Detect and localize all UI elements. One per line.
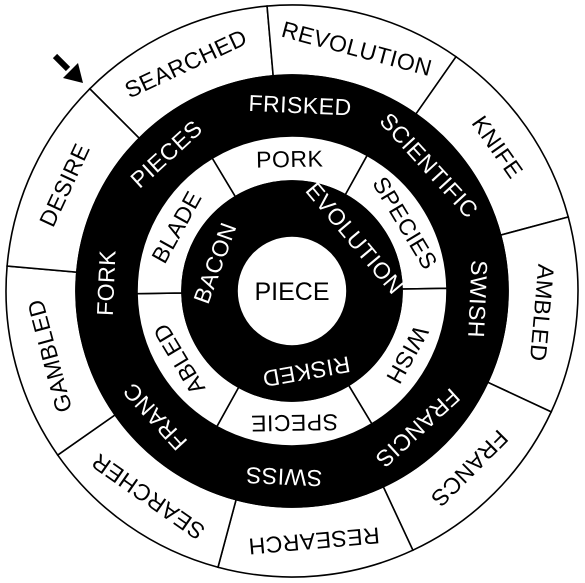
wheel-cell-knife: KNIFE (414, 55, 570, 237)
wheel-cell-risked: RISKED (206, 308, 397, 402)
wheel-cell-bacon: BACON (181, 181, 284, 363)
wheel-cell-research: RESEARCH (217, 485, 414, 578)
centre-disc (236, 235, 348, 347)
wheel-cell-blade: BLADE (136, 157, 237, 295)
wheel-word: SWISH (463, 260, 492, 339)
wheel-cell-specie: SPECIE (215, 384, 373, 447)
wheel-word: PORK (256, 145, 324, 172)
wheel-word: FORK (92, 249, 121, 316)
wheel-word: SPECIE (250, 409, 338, 437)
wheel-cell-wish: WISH (347, 287, 448, 425)
wheel-word: FRISKED (248, 90, 352, 120)
centre-word: PIECE (254, 278, 329, 306)
wheel-cell-frisked: FRISKED (217, 74, 385, 152)
wheel-cell-fork: FORK (75, 198, 153, 366)
wheel-word: SWISS (245, 462, 323, 491)
wheel-cell-desire: DESIRE (6, 87, 141, 274)
wheel-cell-swiss: SWISS (199, 430, 367, 508)
arrow-down-right-icon (52, 53, 83, 83)
wheel-cell-revolution: REVOLUTION (266, 4, 458, 116)
